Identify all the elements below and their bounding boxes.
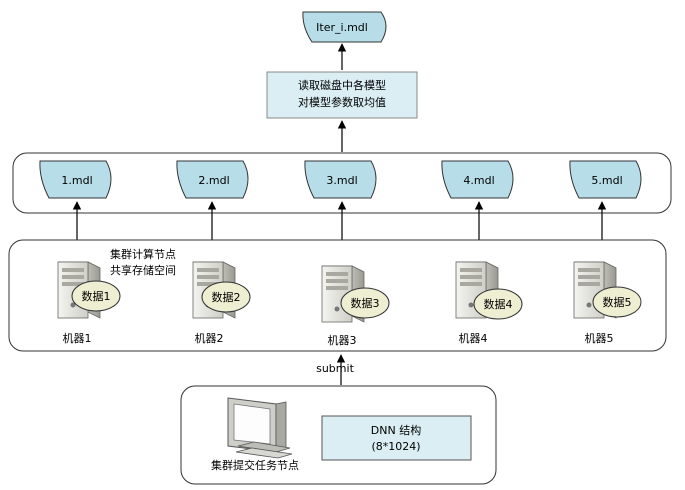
model-doc-4: 4.mdl: [441, 160, 514, 199]
model-doc-2: 2.mdl: [176, 160, 249, 199]
cluster-note: 集群计算节点 共享存储空间: [110, 247, 176, 277]
machine-2: 数据2 机器2: [192, 261, 251, 345]
machine-label: 机器3: [328, 333, 357, 347]
data-bubble: 数据4: [473, 288, 523, 320]
data-label: 数据1: [82, 289, 111, 303]
machine-3: 数据3 机器3: [321, 265, 390, 347]
average-box: 读取磁盘中各模型 对模型参数取均值: [266, 71, 418, 119]
model-doc-label: 5.mdl: [591, 174, 622, 187]
model-doc-label: 4.mdl: [463, 174, 494, 187]
dnn-box: DNN 结构 (8*1024): [321, 415, 472, 461]
output-doc: Iter_i.mdl: [302, 11, 387, 43]
model-doc-1: 1.mdl: [39, 160, 112, 199]
cluster-note-line2: 共享存储空间: [110, 263, 176, 277]
model-doc-label: 2.mdl: [198, 174, 229, 187]
model-doc-label: 3.mdl: [326, 174, 357, 187]
output-doc-label: Iter_i.mdl: [316, 21, 368, 34]
model-doc-5: 5.mdl: [569, 160, 642, 199]
data-label: 数据4: [484, 297, 513, 311]
submit-node-label: 集群提交任务节点: [211, 458, 299, 472]
average-box-line1: 读取磁盘中各模型: [298, 78, 386, 92]
dnn-box-line1: DNN 结构: [371, 423, 421, 437]
machine-label: 机器5: [585, 331, 614, 345]
data-bubble: 数据1: [71, 280, 121, 312]
model-doc-label: 1.mdl: [61, 174, 92, 187]
machine-label: 机器2: [195, 331, 224, 345]
data-label: 数据3: [351, 296, 380, 310]
data-bubble: 数据5: [592, 286, 642, 318]
model-doc-3: 3.mdl: [304, 160, 377, 199]
dnn-box-line2: (8*1024): [371, 440, 420, 453]
machine-4: 数据4 机器4: [455, 261, 523, 345]
data-label: 数据2: [212, 290, 241, 304]
data-label: 数据5: [603, 295, 632, 309]
average-box-line2: 对模型参数取均值: [298, 95, 386, 109]
submit-label: submit: [316, 362, 354, 375]
data-bubble: 数据2: [201, 281, 251, 313]
machine-5: 数据5 机器5: [573, 261, 642, 345]
machine-label: 机器1: [63, 331, 92, 345]
machine-1: 数据1 机器1: [57, 261, 121, 345]
computer-icon: [227, 397, 293, 459]
data-bubble: 数据3: [340, 287, 390, 319]
cluster-note-line1: 集群计算节点: [110, 247, 176, 261]
machine-label: 机器4: [459, 331, 488, 345]
